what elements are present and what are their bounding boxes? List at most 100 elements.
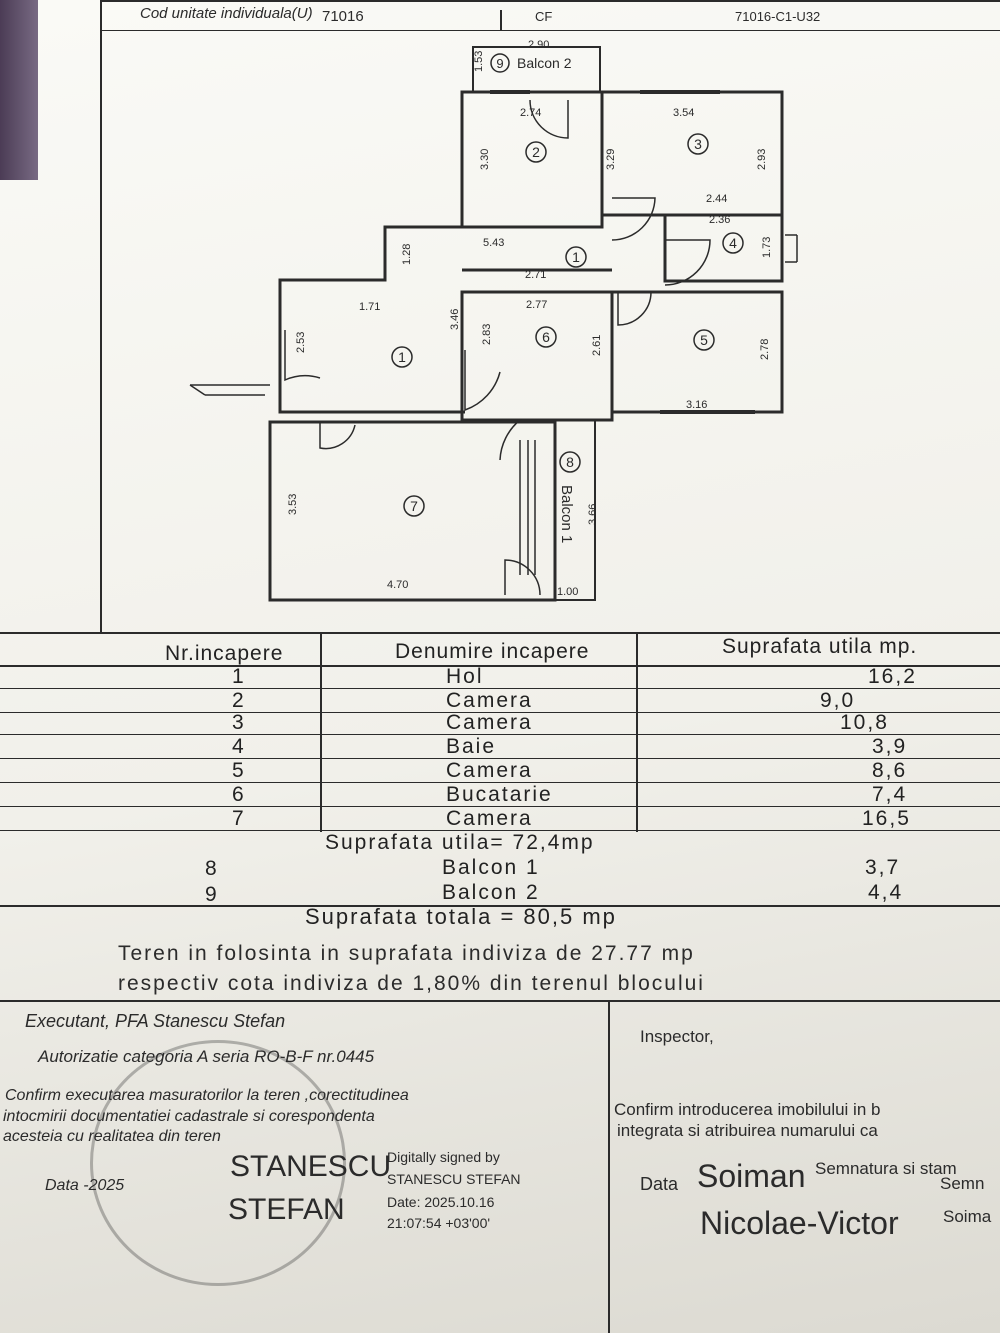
room-7-number: 7 [410, 498, 418, 514]
table-row-name: Hol [446, 665, 484, 688]
dimension-label: 1.73 [761, 237, 773, 258]
digital-signature-4: 21:07:54 +03'00' [387, 1215, 491, 1231]
room-1b-marker [391, 346, 413, 368]
table-row-nr: 6 [232, 783, 246, 806]
table-row-nr: 1 [232, 665, 246, 688]
table-top-border [0, 632, 1000, 634]
table-row-nr: 5 [232, 759, 246, 782]
table-row-area: 7,4 [872, 783, 908, 806]
room-4-number: 4 [729, 235, 737, 251]
dimension-label: 2.61 [591, 335, 603, 356]
table-col-divider-1 [320, 632, 322, 832]
digital-signature-3: Date: 2025.10.16 [387, 1194, 495, 1210]
cod-value: 71016 [322, 8, 364, 25]
dimension-label: 2.74 [520, 107, 541, 119]
col-header-nr: Nr.incapere [165, 642, 284, 665]
col-header-name: Denumire incapere [395, 640, 590, 663]
room-3-marker [687, 133, 709, 155]
table-header-border [0, 665, 1000, 667]
table-row-nr: 8 [205, 857, 219, 880]
table-row-divider [0, 688, 1000, 689]
table-row-divider [0, 830, 1000, 831]
dimension-label: 2.83 [481, 324, 493, 345]
background-object [0, 0, 38, 180]
room-1-marker [565, 246, 587, 268]
signer-name-1: STANESCU [230, 1150, 392, 1183]
room-3-number: 3 [694, 136, 702, 152]
dimension-label: 1.00 [557, 586, 578, 598]
room-1b-number: 1 [398, 349, 406, 365]
digital-signature-1: Digitally signed by [387, 1149, 500, 1165]
room-2-marker [525, 141, 547, 163]
table-row-divider [0, 782, 1000, 783]
room-4-outline [663, 213, 784, 283]
dimension-label: 2.36 [709, 214, 730, 226]
table-row-name: Camera [446, 689, 533, 712]
table-row-name: Baie [446, 735, 497, 758]
dimension-label: 3.30 [479, 149, 491, 170]
col-header-area: Suprafata utila mp. [722, 635, 918, 658]
table-row-area: 10,8 [840, 711, 889, 734]
cf-label: CF [535, 9, 553, 24]
table-row-name: Balcon 2 [442, 881, 540, 904]
room-5-outline [610, 290, 784, 414]
table-row-area: 16,2 [868, 665, 917, 688]
room-5-marker [693, 329, 715, 351]
signature-top-border [0, 1000, 1000, 1002]
table-row-area: 16,5 [862, 807, 911, 830]
table-row-area: 3,7 [865, 856, 901, 879]
room-8-marker [559, 451, 581, 473]
dimension-label: 2.77 [526, 299, 547, 311]
room-8-number: 8 [566, 454, 574, 470]
table-row-nr: 7 [232, 807, 246, 830]
room-7-marker [403, 495, 425, 517]
table-col-divider-2 [636, 632, 638, 832]
room-1-number: 1 [572, 249, 580, 265]
hall-outline [278, 225, 465, 414]
table-row-nr: 4 [232, 735, 246, 758]
inspector-label: Inspector, [640, 1027, 714, 1046]
table-row-area: 8,6 [872, 759, 908, 782]
frame-left [100, 0, 102, 633]
room-6-outline [460, 290, 614, 422]
room-9-marker [490, 53, 510, 73]
dimension-label: 1.71 [359, 301, 380, 313]
floor-plan: 9 Balcon 2 2 3 1 4 6 5 1 7 8 Balcon 1 2.… [189, 39, 798, 602]
total-area: Suprafata totala = 80,5 mp [305, 904, 617, 929]
terrain-line-2: respectiv cota indiviza de 1,80% din ter… [118, 972, 705, 995]
dimension-label: 3.29 [605, 149, 617, 170]
room-4-marker [722, 232, 744, 254]
dimension-label: 2.44 [706, 193, 727, 205]
room-5-number: 5 [700, 332, 708, 348]
cf-value: 71016-C1-U32 [735, 9, 821, 24]
room-2-number: 2 [532, 144, 540, 160]
table-row-nr: 2 [232, 689, 246, 712]
cod-label: Cod unitate individuala(U) [140, 5, 313, 22]
inspector-name-2: Nicolae-Victor [700, 1205, 899, 1241]
inspector-confirm-1: Confirm introducerea imobilului in b [614, 1100, 881, 1119]
table-row-nr: 3 [232, 711, 246, 734]
table-bottom-border [0, 905, 1000, 907]
inspector-confirm-2: integrata si atribuirea numarului ca [617, 1121, 878, 1140]
dimension-label: 1.53 [473, 51, 485, 72]
table-row-name: Camera [446, 807, 533, 830]
inspector-semnatura-1: Semnatura si stam [815, 1159, 957, 1178]
dimension-label: 1.28 [401, 244, 413, 265]
table-row-name: Balcon 1 [442, 856, 540, 879]
room-6-marker [535, 326, 557, 348]
table-row-name: Bucatarie [446, 783, 553, 806]
dimension-label: 3.53 [287, 494, 299, 515]
executant-confirm-2: intocmirii documentatiei cadastrale si c… [3, 1108, 375, 1125]
table-row-divider [0, 806, 1000, 807]
room-9-number: 9 [496, 56, 503, 71]
terrain-line-1: Teren in folosinta in suprafata indiviza… [118, 942, 695, 965]
signature-col-divider [608, 1000, 610, 1333]
executant-label: Executant, PFA Stanescu Stefan [25, 1011, 286, 1031]
table-row-divider [0, 758, 1000, 759]
table-row-nr: 9 [205, 883, 219, 906]
dimension-label: 3.46 [449, 309, 461, 330]
table-row-area: 3,9 [872, 735, 908, 758]
table-row-area: 9,0 [820, 689, 856, 712]
table-row-divider [0, 712, 1000, 713]
header-border-bottom [100, 30, 1000, 31]
